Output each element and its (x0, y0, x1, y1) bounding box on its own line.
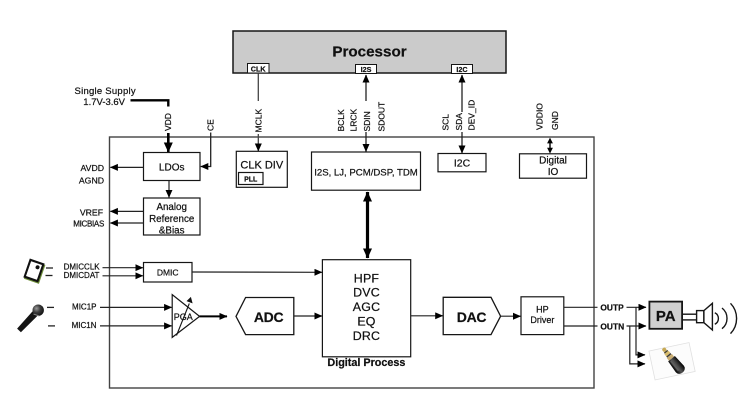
svg-text:GND: GND (550, 111, 560, 130)
svg-text:HP: HP (536, 305, 549, 315)
svg-text:VDD: VDD (163, 113, 173, 131)
svg-text:DMICCLK: DMICCLK (64, 263, 101, 272)
svg-text:DEV_ID: DEV_ID (466, 100, 476, 131)
svg-text:AVDD: AVDD (81, 163, 105, 173)
svg-text:SCL: SCL (440, 114, 450, 131)
svg-text:Digital Process: Digital Process (327, 357, 405, 369)
svg-text:HPF: HPF (354, 272, 380, 286)
svg-text:LDOs: LDOs (159, 162, 185, 173)
svg-text:DAC: DAC (457, 309, 487, 325)
svg-text:MCLK: MCLK (254, 109, 264, 133)
svg-text:DMICDAT: DMICDAT (64, 271, 100, 280)
svg-text:I2C: I2C (454, 157, 471, 169)
svg-text:PLL: PLL (244, 176, 258, 183)
svg-text:SDOUT: SDOUT (376, 102, 386, 132)
svg-text:I2C: I2C (456, 65, 467, 74)
svg-text:Digital: Digital (539, 155, 567, 166)
svg-text:1.7V-3.6V: 1.7V-3.6V (83, 97, 125, 108)
svg-text:CLK: CLK (251, 64, 267, 73)
svg-text:PA: PA (656, 308, 676, 325)
svg-text:DVC: DVC (353, 286, 380, 300)
svg-text:Single Supply: Single Supply (75, 86, 136, 97)
svg-text:Processor: Processor (332, 43, 406, 60)
svg-text:VDDIO: VDDIO (535, 103, 545, 130)
svg-text:AGND: AGND (79, 175, 104, 185)
svg-text:LRCK: LRCK (349, 108, 359, 131)
svg-text:CE: CE (206, 119, 216, 131)
svg-text:MIC1N: MIC1N (72, 321, 97, 330)
svg-text:SDA: SDA (454, 113, 464, 131)
svg-text:Analog: Analog (156, 202, 187, 213)
svg-text:OUTN: OUTN (600, 321, 624, 331)
svg-text:Driver: Driver (530, 315, 554, 325)
svg-text:VREF: VREF (80, 208, 103, 218)
svg-text:&Bias: &Bias (159, 226, 185, 237)
svg-text:AGC: AGC (353, 300, 380, 314)
svg-text:ADC: ADC (254, 309, 284, 325)
svg-text:DRC: DRC (353, 329, 380, 343)
svg-text:SDIN: SDIN (362, 111, 372, 131)
svg-text:BCLK: BCLK (336, 109, 346, 132)
svg-text:EQ: EQ (357, 314, 375, 328)
svg-text:I2S: I2S (361, 65, 372, 74)
svg-text:IO: IO (548, 167, 559, 178)
svg-text:OUTP: OUTP (600, 303, 624, 313)
svg-text:Reference: Reference (149, 214, 195, 225)
svg-text:I2S, LJ, PCM/DSP, TDM: I2S, LJ, PCM/DSP, TDM (314, 168, 418, 179)
svg-text:MICBIAS: MICBIAS (73, 220, 104, 229)
svg-text:DMIC: DMIC (157, 267, 179, 277)
svg-text:MIC1P: MIC1P (72, 303, 96, 312)
svg-text:CLK DIV: CLK DIV (240, 160, 283, 172)
